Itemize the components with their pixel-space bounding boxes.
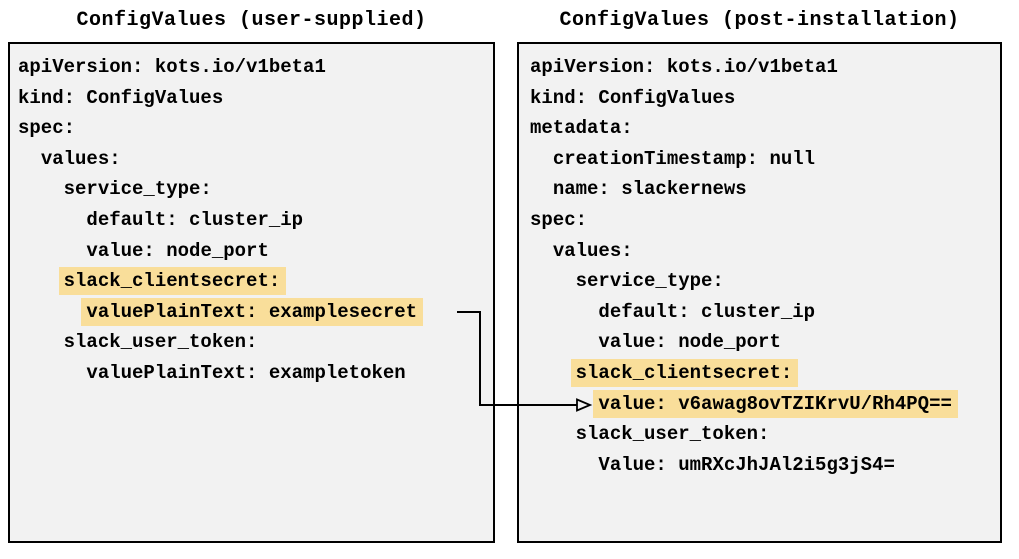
code-line: values: (530, 236, 1000, 267)
code-indent (530, 148, 553, 170)
code-indent (530, 240, 553, 262)
code-indent (530, 362, 576, 384)
code-line: metadata: (530, 113, 1000, 144)
code-indent (18, 240, 86, 262)
code-text: value: node_port (598, 331, 781, 354)
code-line: slack_user_token: (530, 419, 1000, 450)
code-text: metadata: (530, 117, 633, 140)
config-values-user-supplied-panel: apiVersion: kots.io/v1beta1 kind: ConfigV… (8, 42, 495, 543)
right-panel-title: ConfigValues (post-installation) (559, 9, 960, 32)
code-indent (530, 423, 576, 445)
code-line: valuePlainText: exampletoken (18, 358, 493, 389)
code-text: values: (552, 239, 633, 262)
code-text: spec: (18, 117, 76, 140)
code-text: default: cluster_ip (86, 208, 304, 231)
code-indent (18, 331, 64, 353)
code-indent (18, 301, 86, 323)
code-line: values: (18, 144, 493, 175)
code-text: creationTimestamp: null (552, 147, 816, 170)
code-indent (530, 178, 553, 200)
code-line: apiVersion: kots.io/v1beta1 (18, 52, 493, 83)
code-line: creationTimestamp: null (530, 144, 1000, 175)
code-line: service_type: (530, 266, 1000, 297)
code-text: slack_user_token: (575, 423, 770, 446)
code-line: kind: ConfigValues (18, 83, 493, 114)
config-values-post-installation-panel: apiVersion: kots.io/v1beta1 kind: ConfigV… (517, 42, 1002, 543)
code-text: kind: ConfigValues (530, 86, 736, 109)
code-text: apiVersion: kots.io/v1beta1 (530, 56, 838, 78)
code-line: kind: ConfigValues (530, 83, 1000, 114)
code-line: spec: (530, 205, 1000, 236)
code-text: name: slackernews (552, 178, 747, 201)
code-line: slack_clientsecret: (18, 266, 493, 297)
code-indent (18, 148, 41, 170)
code-text: apiVersion: kots.io/v1beta1 (18, 56, 326, 78)
code-text: service_type: (63, 178, 212, 201)
code-indent (530, 331, 598, 353)
code-indent (530, 454, 598, 476)
code-line: value: v6awag8ovTZIKrvU/Rh4PQ== (530, 389, 1000, 420)
code-text: values: (40, 147, 121, 170)
code-line: slack_clientsecret: (530, 358, 1000, 389)
left-panel-title: ConfigValues (user-supplied) (76, 9, 427, 32)
code-line: service_type: (18, 174, 493, 205)
code-indent (18, 270, 64, 292)
code-text: Value: umRXcJhJAl2i5g3jS4= (598, 453, 895, 476)
highlighted-code-text: value: v6awag8ovTZIKrvU/Rh4PQ== (593, 389, 958, 418)
code-indent (530, 393, 598, 415)
code-indent (18, 209, 86, 231)
code-line: value: node_port (530, 327, 1000, 358)
code-line: name: slackernews (530, 174, 1000, 205)
code-line: default: cluster_ip (18, 205, 493, 236)
code-line: Value: umRXcJhJAl2i5g3jS4= (530, 450, 1000, 481)
code-line: spec: (18, 113, 493, 144)
code-line: value: node_port (18, 236, 493, 267)
code-text: slack_user_token: (63, 331, 258, 354)
code-text: kind: ConfigValues (18, 86, 224, 109)
code-text: value: node_port (86, 239, 269, 262)
code-line: apiVersion: kots.io/v1beta1 (530, 52, 1000, 83)
code-line: default: cluster_ip (530, 297, 1000, 328)
code-line: valuePlainText: examplesecret (18, 297, 493, 328)
code-text: spec: (530, 208, 588, 231)
highlighted-code-text: slack_clientsecret: (570, 358, 799, 387)
code-indent (18, 178, 64, 200)
code-indent (18, 362, 86, 384)
highlighted-code-text: valuePlainText: examplesecret (81, 297, 424, 326)
code-line: slack_user_token: (18, 327, 493, 358)
code-text: default: cluster_ip (598, 300, 816, 323)
code-indent (530, 301, 598, 323)
code-text: valuePlainText: exampletoken (86, 361, 406, 384)
code-indent (530, 270, 576, 292)
code-text: service_type: (575, 270, 724, 293)
highlighted-code-text: slack_clientsecret: (58, 267, 287, 296)
